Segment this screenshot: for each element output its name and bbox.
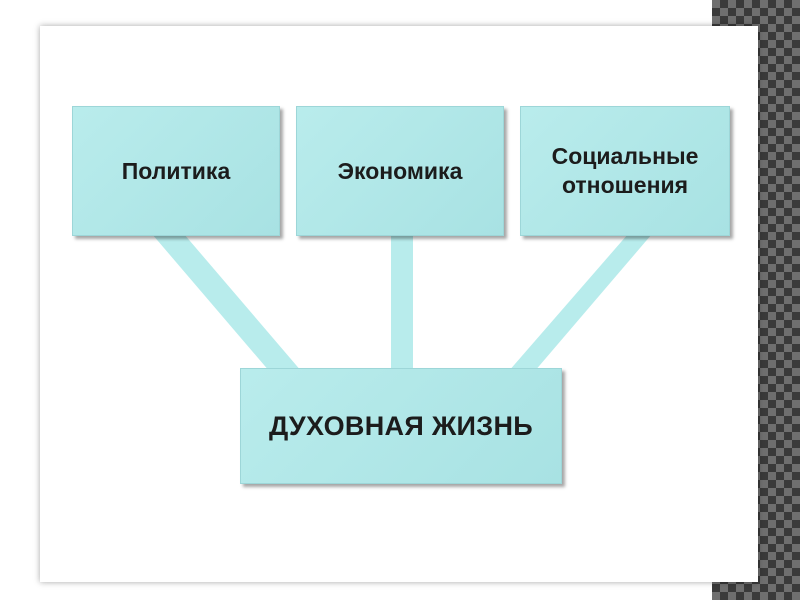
connector-social <box>508 234 652 372</box>
box-social-relations-label: Социальные отношения <box>551 143 699 198</box>
box-spiritual-life: ДУХОВНАЯ ЖИЗНЬ <box>240 368 562 484</box>
box-economy: Экономика <box>296 106 504 236</box>
slide: Политика Экономика Социальные отношения … <box>40 26 758 582</box>
box-economy-label: Экономика <box>337 157 463 184</box>
box-politics-label: Политика <box>121 157 231 184</box>
box-spiritual-life-label: ДУХОВНАЯ ЖИЗНЬ <box>269 410 533 441</box>
box-social-relations: Социальные отношения <box>520 106 730 236</box>
connectors <box>152 234 652 372</box>
connector-economy <box>391 234 413 372</box>
box-politics: Политика <box>72 106 280 236</box>
connector-politics <box>152 234 302 372</box>
